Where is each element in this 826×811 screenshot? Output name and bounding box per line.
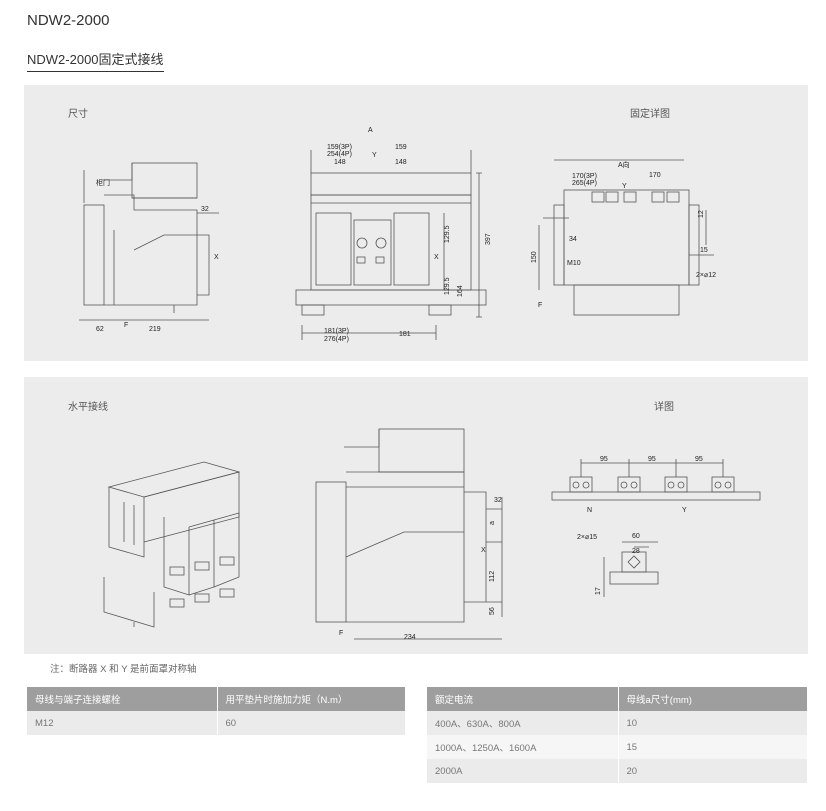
dim-397: 397 xyxy=(485,233,492,245)
f-box-label-wiring: F xyxy=(339,630,343,637)
m10-label: M10 xyxy=(567,260,581,267)
dim-181-3p: 181(3P) xyxy=(324,328,349,335)
footnote: 注：断路器 X 和 Y 是前面罩对称轴 xyxy=(50,664,197,675)
section-subtitle: NDW2-2000固定式接线 xyxy=(27,49,164,72)
dim-234: 234 xyxy=(404,634,416,641)
hole-2x15-label: 2×⌀15 xyxy=(577,534,597,541)
x-axis-label: X xyxy=(214,254,219,261)
dim-219: 219 xyxy=(149,326,161,333)
dim-95-second: 95 xyxy=(648,456,656,463)
f-box-label: F xyxy=(124,322,128,329)
torque-header-bolt: 母线与端子连接螺栓 xyxy=(27,687,218,711)
busbar-size-table: 额定电流 母线a尺寸(mm) 400A、630A、800A 10 1000A、1… xyxy=(427,687,808,783)
hole-2x12-label: 2×⌀12 xyxy=(696,272,716,279)
door-label: 柜门 xyxy=(96,178,110,187)
dimension-panel: 尺寸 固定详图 xyxy=(24,85,808,361)
y-axis-label: Y xyxy=(372,152,377,159)
dim-129-5-top: 129.5 xyxy=(444,225,451,243)
table-row: 1000A、1250A、1600A 15 xyxy=(427,735,808,759)
dim-34: 34 xyxy=(569,236,577,243)
f-box-label-detail: F xyxy=(538,302,542,309)
dim-15: 15 xyxy=(700,247,708,254)
dim-32: 32 xyxy=(201,206,209,213)
dim-159: 159 xyxy=(395,144,407,151)
y-axis-label-detail: Y xyxy=(622,183,627,190)
dim-95-third: 95 xyxy=(695,456,703,463)
panel-label-detail: 详图 xyxy=(654,402,674,413)
busbar-detail-drawing xyxy=(551,459,761,597)
dim-12: 12 xyxy=(698,210,705,218)
n-pole-label: N xyxy=(587,507,592,514)
table-cell: 10 xyxy=(618,711,808,735)
dim-148-left: 148 xyxy=(334,159,346,166)
panel-label-dimensions: 尺寸 xyxy=(68,109,88,120)
panel-label-horizontal-wiring: 水平接线 xyxy=(68,402,108,413)
a-arrow-label: A xyxy=(368,127,373,134)
dim-276-4p: 276(4P) xyxy=(324,336,349,343)
panel-label-mount-detail: 固定详图 xyxy=(630,109,670,120)
page-title: NDW2-2000 xyxy=(27,12,110,29)
torque-header-value: 用平垫片时施加力矩（N.m） xyxy=(217,687,406,711)
dim-170: 170 xyxy=(649,172,661,179)
table-cell: 60 xyxy=(217,711,406,735)
dim-32-wiring: 32 xyxy=(494,497,502,504)
table-row: 2000A 20 xyxy=(427,759,808,783)
table-cell: 2000A xyxy=(427,759,619,783)
y-axis-label-busbar: Y xyxy=(682,507,687,514)
a-direction-label: A向 xyxy=(618,160,630,169)
front-view-drawing xyxy=(295,150,487,340)
dim-254-4p: 254(4P) xyxy=(327,151,352,158)
table-cell: 20 xyxy=(618,759,808,783)
table-cell: M12 xyxy=(27,711,218,735)
dim-170-3p: 170(3P) xyxy=(572,173,597,180)
dim-62: 62 xyxy=(96,326,104,333)
busbar-header-current: 额定电流 xyxy=(427,687,619,711)
x-axis-label-front: X xyxy=(434,254,439,261)
dim-159-3p: 159(3P) xyxy=(327,144,352,151)
dim-112: 112 xyxy=(489,571,496,582)
dim-60: 60 xyxy=(632,533,640,540)
x-axis-label-wiring: X xyxy=(481,547,486,554)
dim-129-5-bottom: 129.5 xyxy=(444,277,451,295)
a-thickness-label: a xyxy=(489,521,496,525)
table-cell: 1000A、1250A、1600A xyxy=(427,735,619,759)
dimension-drawings: 柜门 62 F 219 32 X A 159(3P) 254(4P) 159 Y… xyxy=(79,127,716,343)
dim-265-4p: 265(4P) xyxy=(572,180,597,187)
mount-detail-drawing xyxy=(538,159,714,316)
dim-148-right: 148 xyxy=(395,159,407,166)
horizontal-wiring-panel: 水平接线 详图 xyxy=(24,377,808,654)
table-row: M12 60 xyxy=(27,711,406,735)
dim-17: 17 xyxy=(595,587,602,595)
dim-56: 56 xyxy=(489,607,496,615)
torque-table: 母线与端子连接螺栓 用平垫片时施加力矩（N.m） M12 60 xyxy=(27,687,406,735)
wiring-drawings: 32 a X 112 56 234 F 95 95 95 N Y 2×⌀15 6… xyxy=(103,428,761,641)
side-view-drawing xyxy=(79,162,219,321)
dim-95-first: 95 xyxy=(600,456,608,463)
dim-181: 181 xyxy=(399,331,411,338)
side-wiring-drawing xyxy=(315,428,503,640)
isometric-breaker-drawing xyxy=(103,461,241,628)
busbar-header-size: 母线a尺寸(mm) xyxy=(618,687,808,711)
dim-150: 150 xyxy=(531,251,538,263)
table-cell: 15 xyxy=(618,735,808,759)
table-cell: 400A、630A、800A xyxy=(427,711,619,735)
dim-28: 28 xyxy=(632,548,640,555)
table-row: 400A、630A、800A 10 xyxy=(427,711,808,735)
dim-164: 164 xyxy=(457,285,464,297)
